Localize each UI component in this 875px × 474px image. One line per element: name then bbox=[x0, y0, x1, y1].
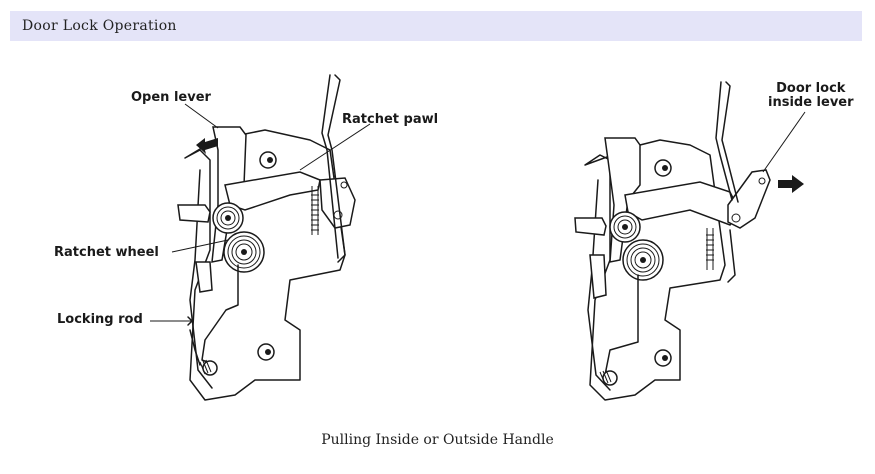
label-open-lever: Open lever bbox=[131, 90, 211, 105]
door-lock-mechanism-drawing bbox=[574, 81, 806, 401]
label-ratchet-pawl: Ratchet pawl bbox=[342, 112, 439, 127]
figure-caption: Pulling Inside or Outside Handle bbox=[321, 432, 554, 448]
label-line-2: inside lever bbox=[768, 95, 854, 110]
label-locking-rod: Locking rod bbox=[57, 312, 143, 327]
door-lock-mechanism-drawing bbox=[150, 74, 371, 401]
door-lock-diagram-left: Open lever Ratchet pawl Ratchet wheel Lo… bbox=[0, 0, 440, 420]
label-ratchet-wheel: Ratchet wheel bbox=[54, 245, 159, 260]
arrow-left-icon bbox=[196, 138, 218, 154]
label-line-1: Door lock bbox=[776, 81, 846, 96]
arrow-right-icon bbox=[778, 175, 804, 193]
section-header: Door Lock Operation bbox=[10, 11, 862, 41]
label-door-lock-inside-lever: Door lock inside lever bbox=[768, 82, 854, 110]
spring bbox=[311, 186, 319, 235]
door-lock-diagram-right: Door lock inside lever bbox=[530, 60, 875, 420]
section-title: Door Lock Operation bbox=[22, 18, 177, 34]
door-lock-inside-lever bbox=[727, 169, 771, 229]
